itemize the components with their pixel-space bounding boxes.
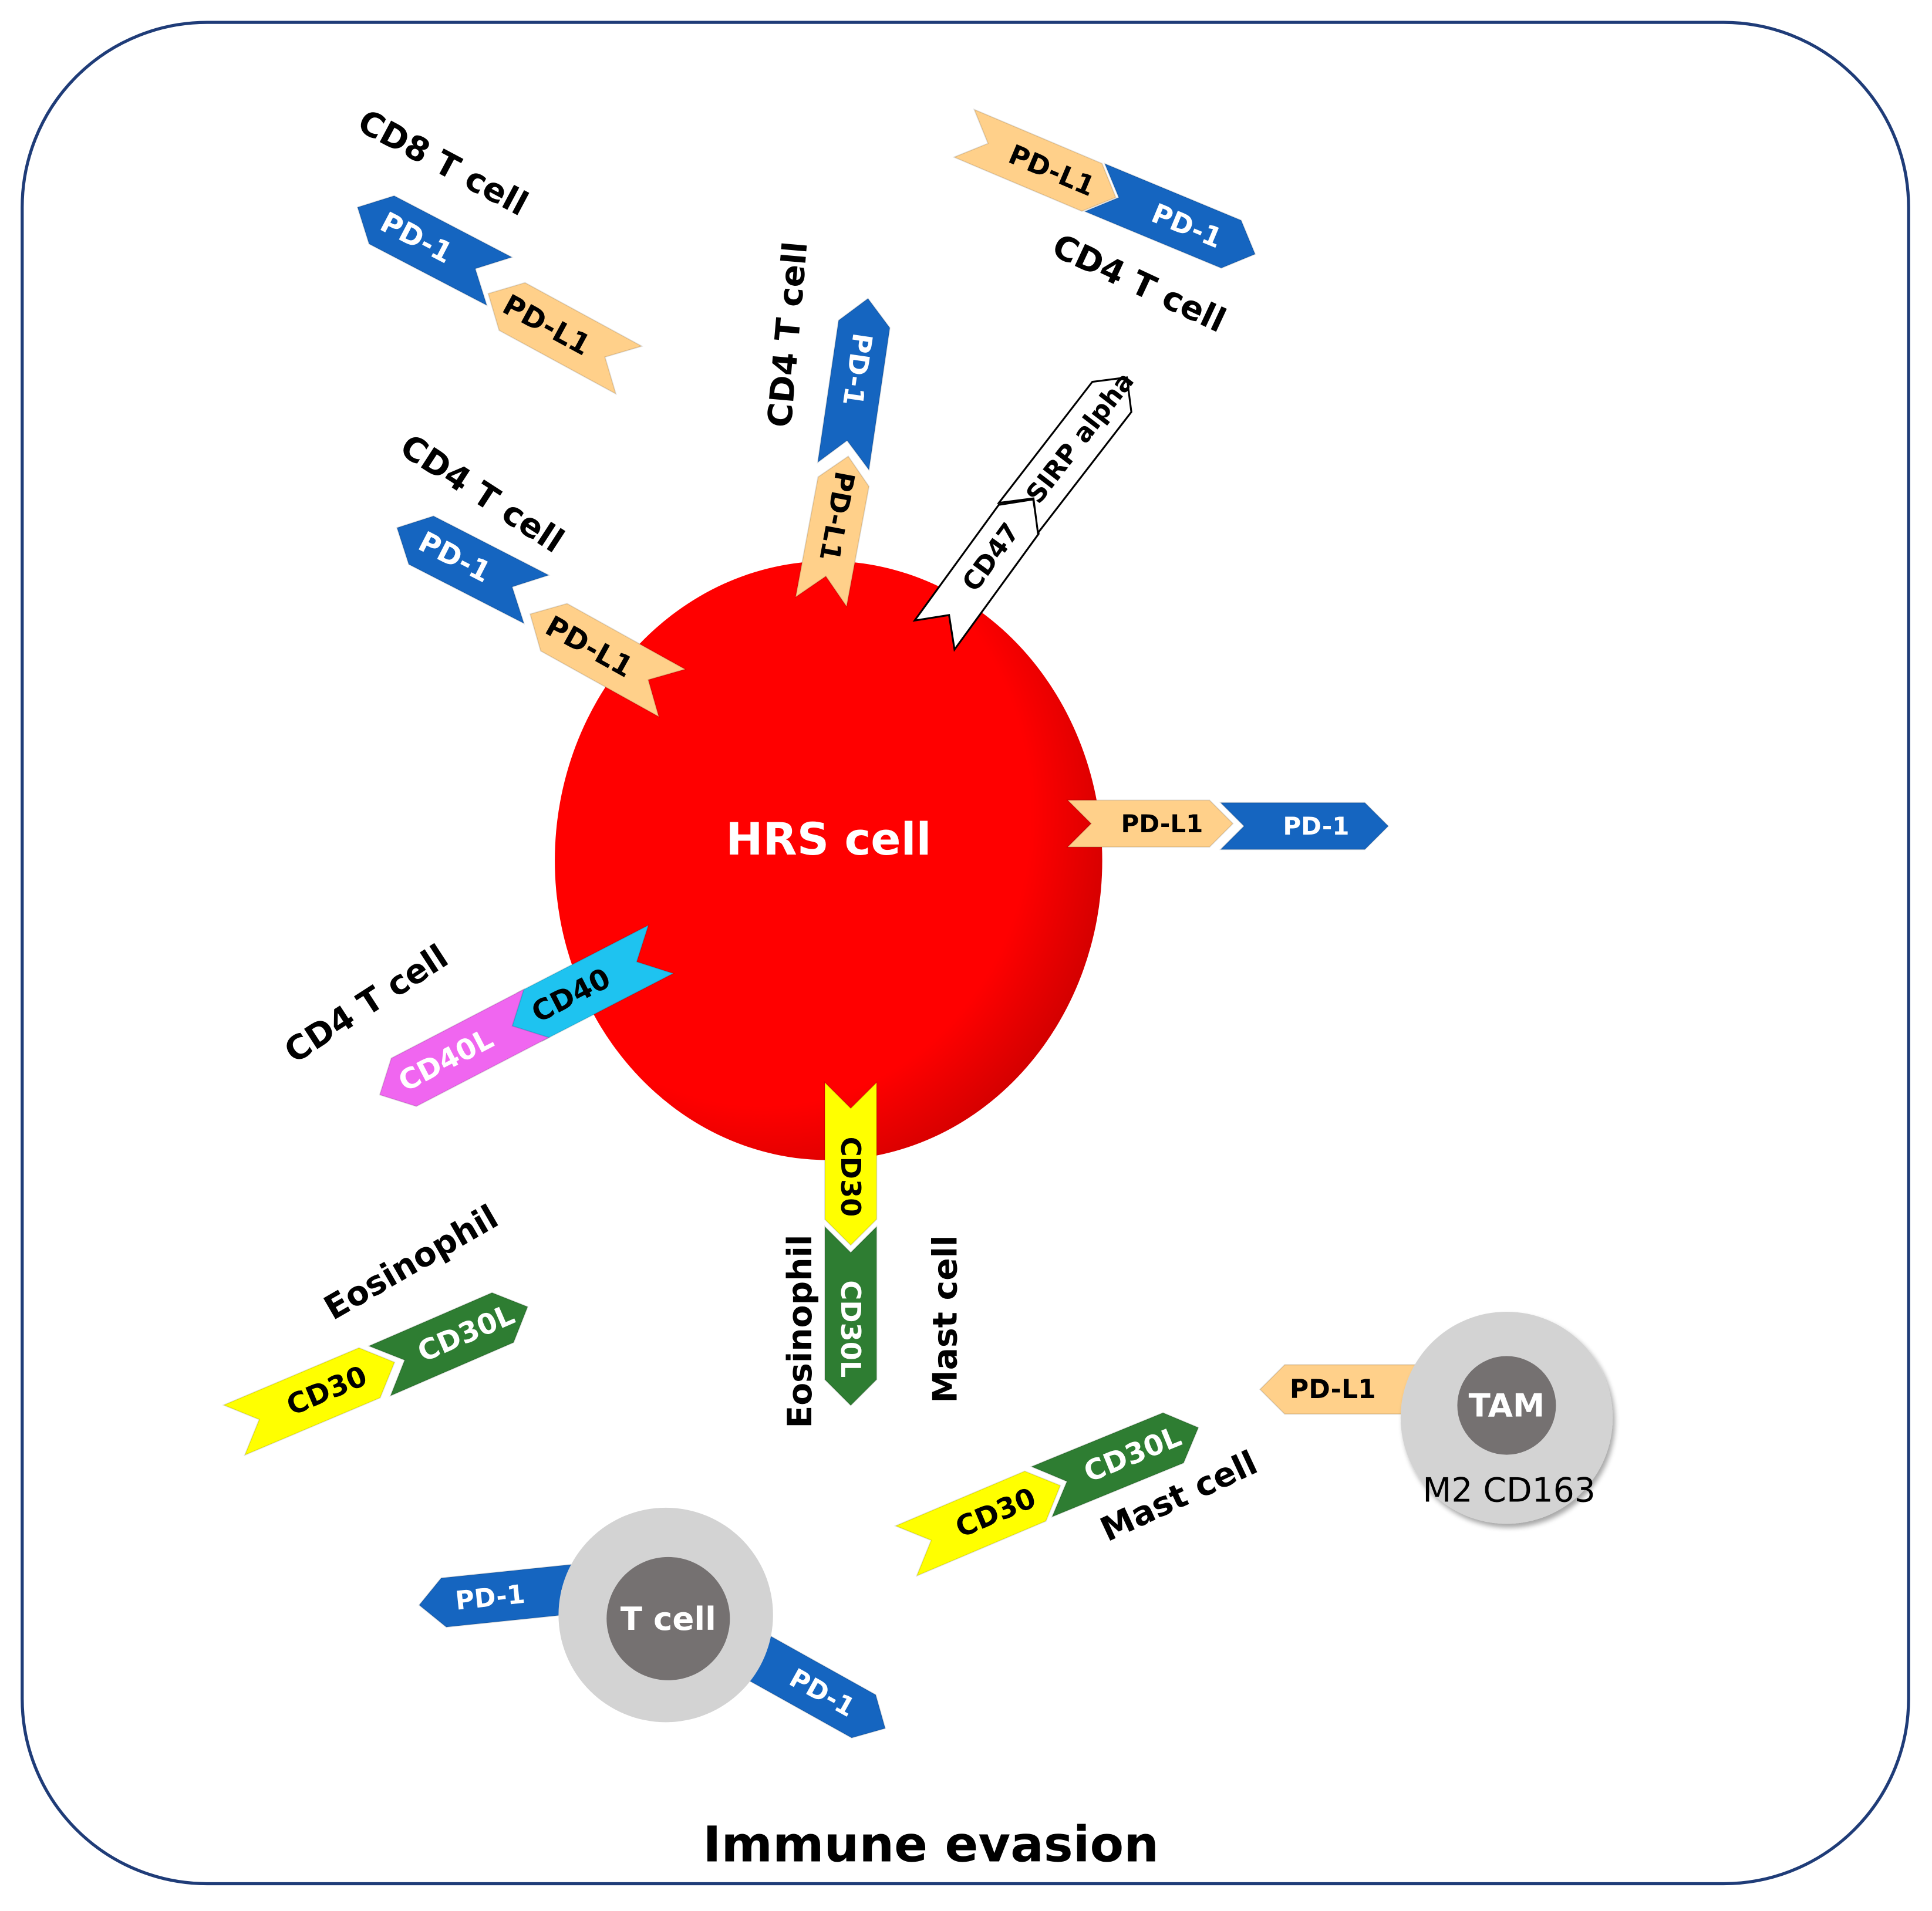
tcell-left-pd1-chevron: PD-1 xyxy=(418,1562,590,1628)
cd4-top-pdl1-chevron: PD-L1 xyxy=(794,455,870,609)
t-cell: T cell xyxy=(558,1507,773,1723)
right-pd1-chevron: PD-1 xyxy=(1219,802,1390,850)
hrs-cell-label: HRS cell xyxy=(726,813,931,865)
right-pdl1-chevron: PD-L1 xyxy=(1066,799,1234,848)
tam-pdl1-chevron-label: PD-L1 xyxy=(1290,1375,1376,1404)
tam-pdl1-chevron: PD-L1 xyxy=(1259,1364,1432,1415)
hrs-cell: HRS cell xyxy=(555,561,1102,1160)
bottom-cd30l-chevron: CD30L xyxy=(824,1225,878,1407)
mast-cell-center-label: Mast cell xyxy=(926,1235,965,1403)
t-cell-label: T cell xyxy=(621,1600,716,1637)
tam-cell: TAM xyxy=(1400,1311,1613,1524)
cd4-top-pd1-chevron: PD-1 xyxy=(817,298,891,472)
eosinophil-center-label: Eosinophil xyxy=(781,1235,820,1429)
bottom-cd30-chevron: CD30 xyxy=(824,1081,878,1247)
m2-cd163-label: M2 CD163 xyxy=(1422,1471,1595,1510)
bottom-cd30-chevron-label: CD30 xyxy=(835,1137,866,1217)
diagram-title: Immune evasion xyxy=(703,1816,1159,1873)
bottom-cd30l-chevron-label: CD30L xyxy=(835,1280,866,1377)
right-pdl1-chevron-label: PD-L1 xyxy=(1121,809,1203,838)
tcell-left-pd1-chevron-label: PD-1 xyxy=(454,1579,526,1616)
tam-label: TAM xyxy=(1469,1386,1545,1424)
right-pd1-chevron-label: PD-1 xyxy=(1283,812,1349,840)
